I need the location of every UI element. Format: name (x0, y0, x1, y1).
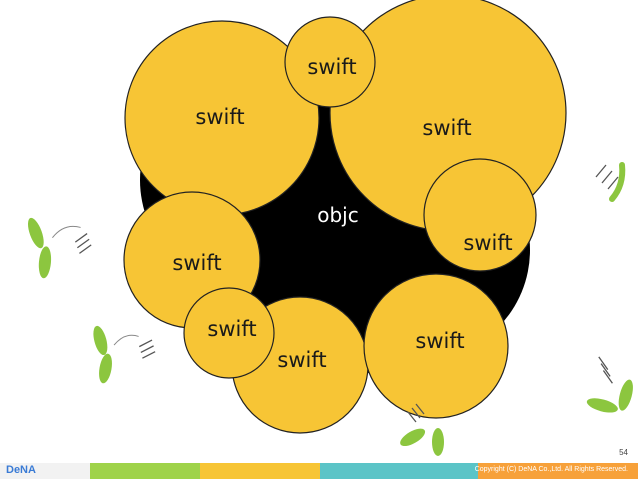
sprout-icon (400, 403, 444, 456)
swift-label-bottom-left-small: swift (207, 317, 256, 341)
footer-bar: DeNA Copyright (C) DeNA Co.,Ltd. All Rig… (0, 463, 638, 479)
swift-label-right: swift (463, 231, 512, 255)
swift-label-left: swift (172, 251, 221, 275)
swift-bubble-bottom-left-small (183, 287, 275, 379)
objc-label: objc (317, 203, 358, 227)
sprout-icon (93, 325, 156, 384)
swift-bubble-right (423, 158, 537, 272)
footer-segment (200, 463, 320, 479)
swift-label-bottom-center: swift (277, 348, 326, 372)
swift-label-bottom-right: swift (415, 329, 464, 353)
sprout-icon (27, 217, 92, 279)
swift-bubble-top-small (284, 16, 376, 108)
copyright-text: Copyright (C) DeNA Co.,Ltd. All Rights R… (474, 466, 628, 473)
swift-label-top-small: swift (307, 55, 356, 79)
footer-segment (90, 463, 200, 479)
footer-segment (0, 463, 90, 479)
swift-bubble-bottom-right (363, 273, 509, 419)
dena-logo: DeNA (6, 464, 36, 476)
footer-segment (478, 463, 638, 479)
swift-labels: swift swift swift swift swift swift swif… (172, 55, 512, 372)
sprout-icon (586, 356, 633, 413)
page-number: 54 (619, 448, 628, 457)
swift-bubbles (123, 0, 567, 434)
sprout-icon (595, 162, 626, 202)
swift-label-top-left: swift (195, 105, 244, 129)
swift-label-top-right: swift (422, 116, 471, 140)
footer-segment (320, 463, 478, 479)
diagram-canvas: objc swift swift swift swift swift swift… (27, 0, 633, 456)
